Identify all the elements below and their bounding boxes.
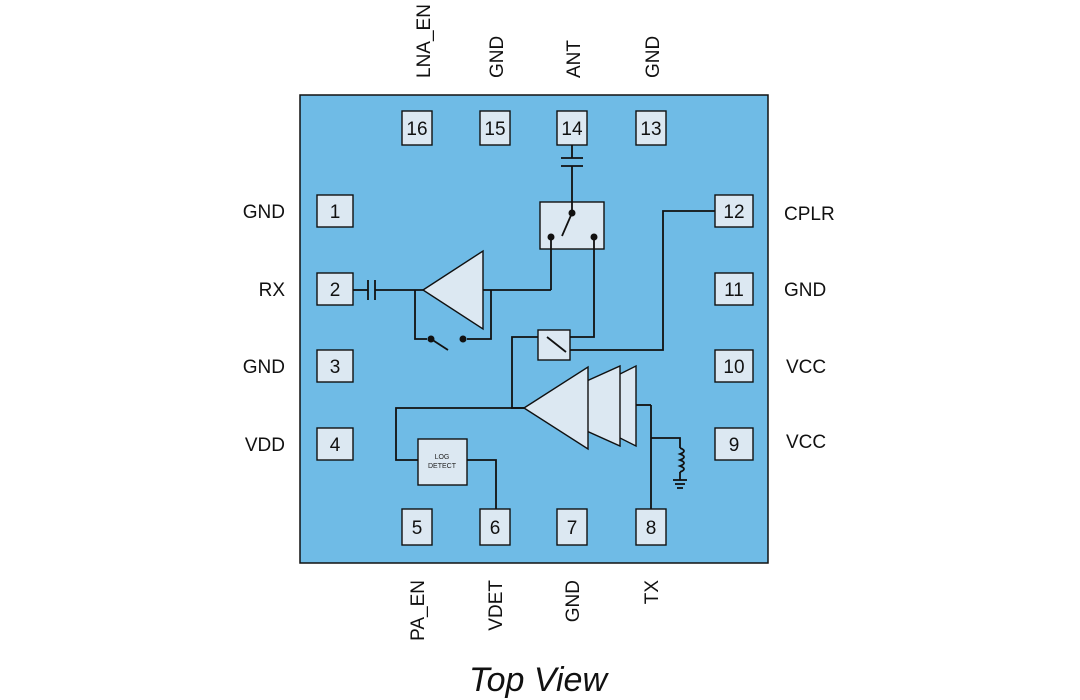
pin-8-number: 8 — [646, 518, 657, 539]
pin-10-pad — [714, 349, 754, 383]
pin-11-pad — [714, 272, 754, 306]
pin-3-label: GND — [243, 357, 285, 378]
pin-15-pad — [479, 110, 511, 146]
ic-package-body — [299, 94, 769, 564]
pin-11-number: 11 — [724, 280, 744, 301]
pin-13-label: GND — [643, 36, 664, 78]
coupler-block — [537, 329, 571, 361]
pin-6: 6 VDET — [479, 508, 511, 631]
pin-7: 7 GND — [556, 508, 588, 622]
pin-7-pad — [556, 508, 588, 546]
pin-15: 15 GND — [479, 36, 511, 146]
pin-4-pad — [316, 427, 354, 461]
pin-9-number: 9 — [729, 435, 740, 456]
pin-1-label: GND — [243, 202, 285, 223]
pin-1: 1 GND — [243, 194, 354, 228]
pin-8-label: TX — [642, 580, 663, 605]
pin-6-number: 6 — [490, 518, 501, 539]
pin-6-pad — [479, 508, 511, 546]
pin-16-pad — [401, 110, 433, 146]
pin-2-pad — [316, 272, 354, 306]
pin-15-number: 15 — [484, 119, 505, 140]
pin-14-number: 14 — [561, 119, 583, 140]
tx-path — [511, 210, 715, 509]
pin-16-label: LNA_EN — [414, 4, 435, 78]
pin-13: 13 GND — [635, 36, 667, 146]
pin-6-label: VDET — [486, 580, 507, 631]
pin-3: 3 GND — [243, 349, 354, 383]
pin-2: 2 RX — [259, 272, 354, 306]
pin-5-pad — [401, 508, 433, 546]
pin-14: 14 ANT — [556, 40, 588, 146]
pin-2-number: 2 — [330, 280, 341, 301]
pin-5-number: 5 — [412, 518, 423, 539]
pin-15-label: GND — [487, 36, 508, 78]
log-detector: LOG DETECT — [395, 407, 524, 509]
log-detect-label-line2: DETECT — [428, 463, 457, 470]
pin-14-label: ANT — [564, 40, 585, 78]
log-detect-block — [417, 438, 468, 486]
pin-1-number: 1 — [330, 202, 341, 223]
pin-7-label: GND — [563, 580, 584, 622]
pin-4: 4 VDD — [245, 427, 354, 461]
log-detect-label-line1: LOG — [435, 454, 450, 461]
internal-circuit: LOG DETECT — [353, 145, 715, 509]
pin-16-number: 16 — [406, 119, 427, 140]
pin-5-label: PA_EN — [408, 580, 429, 641]
pin-1-pad — [316, 194, 354, 228]
pin-13-pad — [635, 110, 667, 146]
pin-12-pad — [714, 194, 754, 228]
diagram-caption: Top View — [469, 661, 609, 699]
antenna-capacitor — [561, 145, 583, 202]
pin-4-number: 4 — [330, 435, 341, 456]
pin-10: 10 VCC — [714, 349, 826, 383]
pin-12-number: 12 — [723, 202, 744, 223]
pa-amplifier — [522, 365, 589, 451]
pin-10-label: VCC — [786, 357, 826, 378]
pin-7-number: 7 — [567, 518, 578, 539]
pin-9-pad — [714, 427, 754, 461]
pin-11: 11 GND — [714, 272, 826, 306]
inductor — [677, 447, 685, 473]
pin-11-label: GND — [784, 280, 826, 301]
pin-13-number: 13 — [640, 119, 661, 140]
pin-3-pad — [316, 349, 354, 383]
pin-5: 5 PA_EN — [401, 508, 433, 641]
pin-12: 12 CPLR — [714, 194, 835, 228]
pin-8: 8 TX — [635, 508, 667, 605]
pin-12-label: CPLR — [784, 204, 835, 225]
pin-9-label: VCC — [786, 432, 826, 453]
pin-3-number: 3 — [330, 357, 341, 378]
rx-path — [353, 240, 552, 351]
pin-9: 9 VCC — [714, 427, 826, 461]
pin-2-label: RX — [259, 280, 286, 301]
pin-4-label: VDD — [245, 435, 285, 456]
pin-16: 16 LNA_EN — [401, 4, 435, 146]
pin-10-number: 10 — [723, 357, 744, 378]
